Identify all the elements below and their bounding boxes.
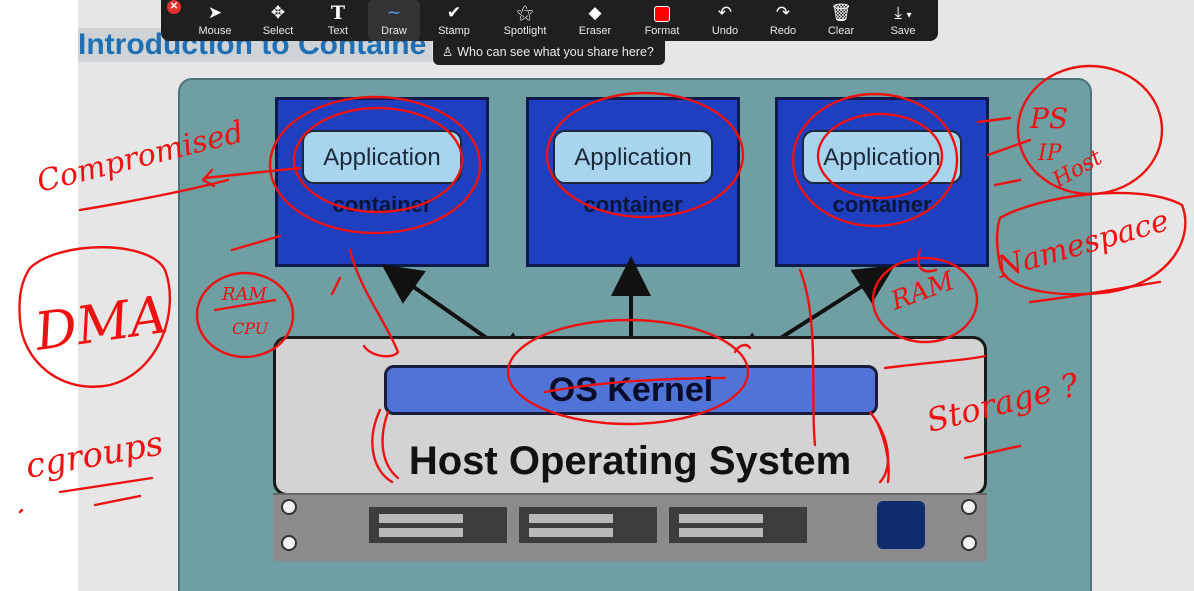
squiggle-icon: ∼ <box>386 3 402 22</box>
tool-eraser[interactable]: ◆ Eraser <box>567 0 623 41</box>
tool-label: Select <box>262 25 294 37</box>
pointer-arrow-icon: ➤ <box>207 3 223 22</box>
tool-label: Spotlight <box>503 25 547 37</box>
share-prompt-text: Who can see what you share here? <box>457 45 654 59</box>
tool-save[interactable]: ⤓ ▾ Save <box>875 0 931 41</box>
undo-icon: ↶ <box>717 3 733 22</box>
slide: Introduction to Containe Application con… <box>78 0 1194 591</box>
screw <box>961 499 977 515</box>
tool-undo[interactable]: ↶ Undo <box>699 0 751 41</box>
os-kernel: OS Kernel <box>384 365 878 415</box>
host-operating-system: OS Kernel Host Operating System <box>273 336 987 496</box>
screw <box>281 535 297 551</box>
move-arrows-icon: ✥ <box>270 3 286 22</box>
tool-label: Undo <box>711 25 739 37</box>
close-toolbar-icon[interactable]: ✕ <box>167 0 181 14</box>
tool-label: Stamp <box>438 25 470 37</box>
tool-format[interactable]: Format <box>631 0 693 41</box>
red-square-icon <box>631 2 693 24</box>
text-T-icon: T <box>330 2 346 24</box>
tool-label: Save <box>890 25 916 37</box>
power-button-graphic <box>877 501 925 549</box>
trash-icon: 🗑 <box>830 3 852 22</box>
tool-text[interactable]: T Text <box>311 0 365 41</box>
drive-bay <box>369 507 507 543</box>
tool-label: Text <box>327 25 349 37</box>
tool-label: Eraser <box>578 25 612 37</box>
tool-label: Clear <box>827 25 855 37</box>
annotation-dot <box>18 508 24 514</box>
checkmark-icon: ✔ <box>446 3 462 22</box>
save-download-icon: ⤓ ▾ <box>894 3 912 22</box>
redo-icon: ↷ <box>775 3 791 22</box>
magic-wand-icon: ⚝ <box>516 3 534 22</box>
drive-bay <box>519 507 657 543</box>
tool-clear[interactable]: 🗑 Clear <box>815 0 867 41</box>
person-icon: ♙ <box>442 45 454 59</box>
tool-mouse[interactable]: ➤ Mouse <box>187 0 243 41</box>
tool-label: Format <box>644 25 680 37</box>
tool-stamp[interactable]: ✔ Stamp <box>427 0 481 41</box>
server-chassis <box>273 493 987 561</box>
tool-label: Draw <box>381 25 407 37</box>
drive-bay <box>669 507 807 543</box>
tool-redo[interactable]: ↷ Redo <box>757 0 809 41</box>
screw <box>961 535 977 551</box>
tool-draw[interactable]: ∼ Draw <box>368 0 420 41</box>
screw <box>281 499 297 515</box>
tool-spotlight[interactable]: ⚝ Spotlight <box>493 0 557 41</box>
tool-select[interactable]: ✥ Select <box>249 0 307 41</box>
annotation-toolbar: ✕ ➤ Mouse ✥ Select T Text ∼ Draw ✔ Stamp… <box>161 0 938 41</box>
share-visibility-prompt[interactable]: ♙Who can see what you share here? <box>433 41 665 65</box>
eraser-icon: ◆ <box>588 3 602 22</box>
tool-label: Mouse <box>198 25 232 37</box>
host-os-label: Host Operating System <box>408 439 852 483</box>
tool-label: Redo <box>769 25 797 37</box>
